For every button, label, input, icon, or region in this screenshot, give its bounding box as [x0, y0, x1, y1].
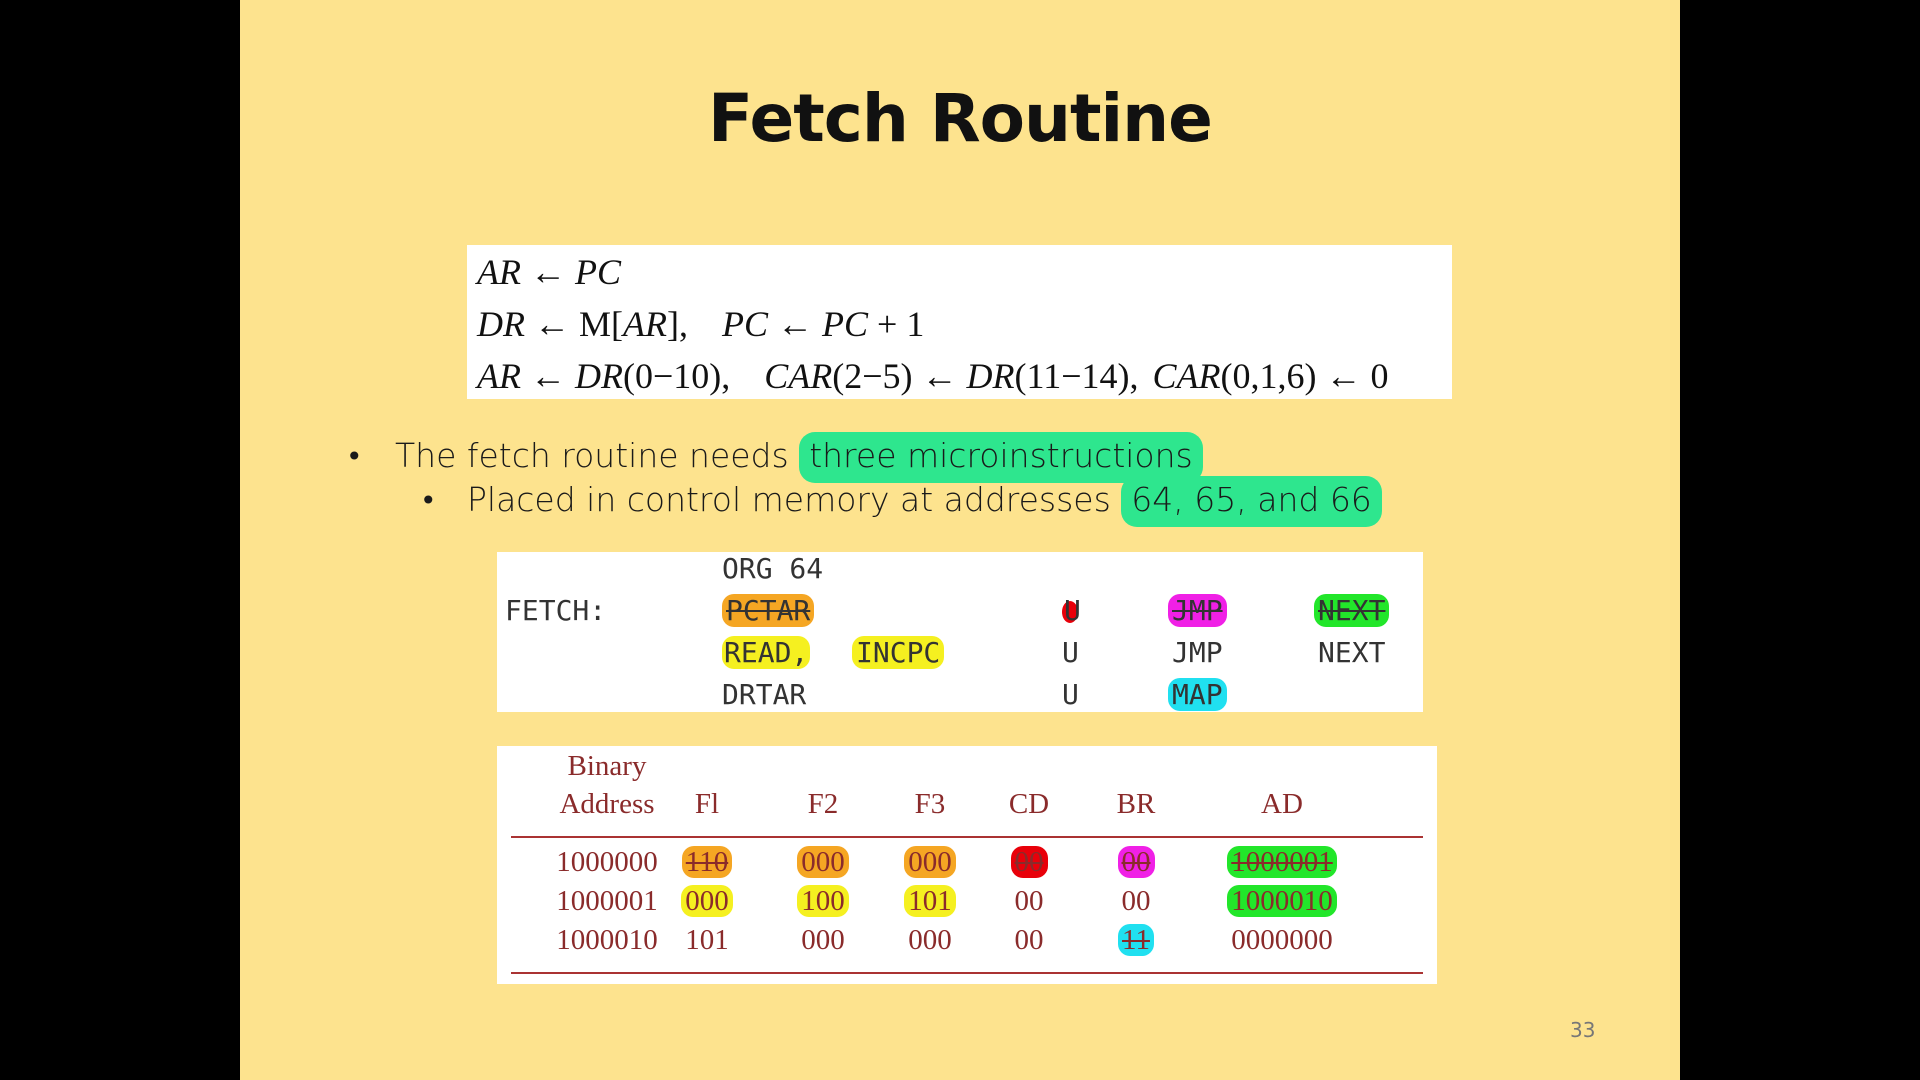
- code-row1-ad: NEXT: [1314, 594, 1390, 627]
- header-f1: Fl: [694, 788, 720, 820]
- bullet-1-highlight: three microinstructions: [799, 432, 1203, 483]
- header-cd: CD: [1008, 788, 1050, 820]
- row2-f3: 101: [904, 885, 956, 917]
- row2-ad: 1000010: [1227, 885, 1337, 917]
- row3-br: 11: [1118, 924, 1154, 956]
- code-row2-br: JMP: [1172, 636, 1223, 669]
- row1-br: 00: [1117, 846, 1155, 878]
- code-row3-ops: DRTAR: [722, 678, 807, 711]
- code-row1-ops: PCTAR: [722, 594, 815, 627]
- bullet-2: Placed in control memory at addresses 64…: [467, 476, 1382, 527]
- row2-cd: 00: [1014, 885, 1044, 917]
- row2-address: 1000001: [556, 885, 658, 917]
- row1-f3: 000: [904, 846, 956, 878]
- bullet-1: The fetch routine needs three microinstr…: [395, 432, 1203, 483]
- binary-microprogram-table: Binary Address Fl F2 F3 CD BR AD 1000000…: [497, 746, 1437, 984]
- equation-line-2: DR ← M[AR],PC ← PC + 1: [477, 304, 925, 344]
- microprogram-code-box: ORG 64 FETCH: PCTAR U JMP NEXT READ, INC…: [497, 552, 1423, 712]
- header-ad: AD: [1261, 788, 1303, 820]
- slide-title: Fetch Routine: [708, 80, 1213, 157]
- code-row3-br: MAP: [1168, 678, 1227, 711]
- bullet-2-highlight: 64, 65, and 66: [1121, 476, 1382, 527]
- row1-address: 1000000: [556, 846, 658, 878]
- row3-cd: 00: [1014, 924, 1044, 956]
- row3-f3: 000: [908, 924, 952, 956]
- header-f2: F2: [807, 788, 839, 820]
- bullet-dot-2: •: [420, 484, 437, 517]
- bullet-2-text: Placed in control memory at addresses: [467, 480, 1111, 519]
- bullet-dot-1: •: [346, 440, 363, 473]
- bullet-1-text: The fetch routine needs: [395, 436, 789, 475]
- red-mark-icon: [1062, 601, 1078, 623]
- code-row1-br: JMP: [1168, 594, 1227, 627]
- row2-f2: 100: [797, 885, 849, 917]
- row3-ad: 0000000: [1231, 924, 1333, 956]
- code-label-fetch: FETCH:: [505, 594, 607, 627]
- code-row2-ops: READ,: [722, 636, 811, 669]
- code-org: ORG 64: [722, 552, 824, 585]
- table-top-rule: [511, 836, 1423, 838]
- row3-f1: 101: [685, 924, 729, 956]
- row2-br: 00: [1121, 885, 1151, 917]
- page-number: 33: [1570, 1018, 1596, 1042]
- equation-line-3: AR ← DR(0−10),CAR(2−5) ← DR(11−14),CAR(0…: [477, 356, 1389, 396]
- code-row2-cd: U: [1062, 636, 1079, 669]
- row1-cd: 00: [1010, 846, 1048, 878]
- row2-f1: 000: [681, 885, 733, 917]
- equation-line-1: AR ← PC: [477, 252, 621, 292]
- header-f3: F3: [914, 788, 946, 820]
- row1-f2: 000: [797, 846, 849, 878]
- row1-ad: 1000001: [1227, 846, 1337, 878]
- row3-address: 1000010: [556, 924, 658, 956]
- table-bottom-rule: [511, 972, 1423, 974]
- equations-box: AR ← PC DR ← M[AR],PC ← PC + 1 AR ← DR(0…: [467, 245, 1452, 399]
- row1-f1: 110: [681, 846, 733, 878]
- code-row2-ops2: INCPC: [852, 636, 945, 669]
- code-row1-cd: U: [1064, 594, 1081, 627]
- row3-f2: 000: [801, 924, 845, 956]
- header-address: Address: [559, 788, 655, 820]
- header-br: BR: [1116, 788, 1156, 820]
- slide: Fetch Routine AR ← PC DR ← M[AR],PC ← PC…: [240, 0, 1680, 1080]
- code-row3-cd: U: [1062, 678, 1079, 711]
- header-binary: Binary: [567, 750, 647, 782]
- code-row2-ad: NEXT: [1318, 636, 1386, 669]
